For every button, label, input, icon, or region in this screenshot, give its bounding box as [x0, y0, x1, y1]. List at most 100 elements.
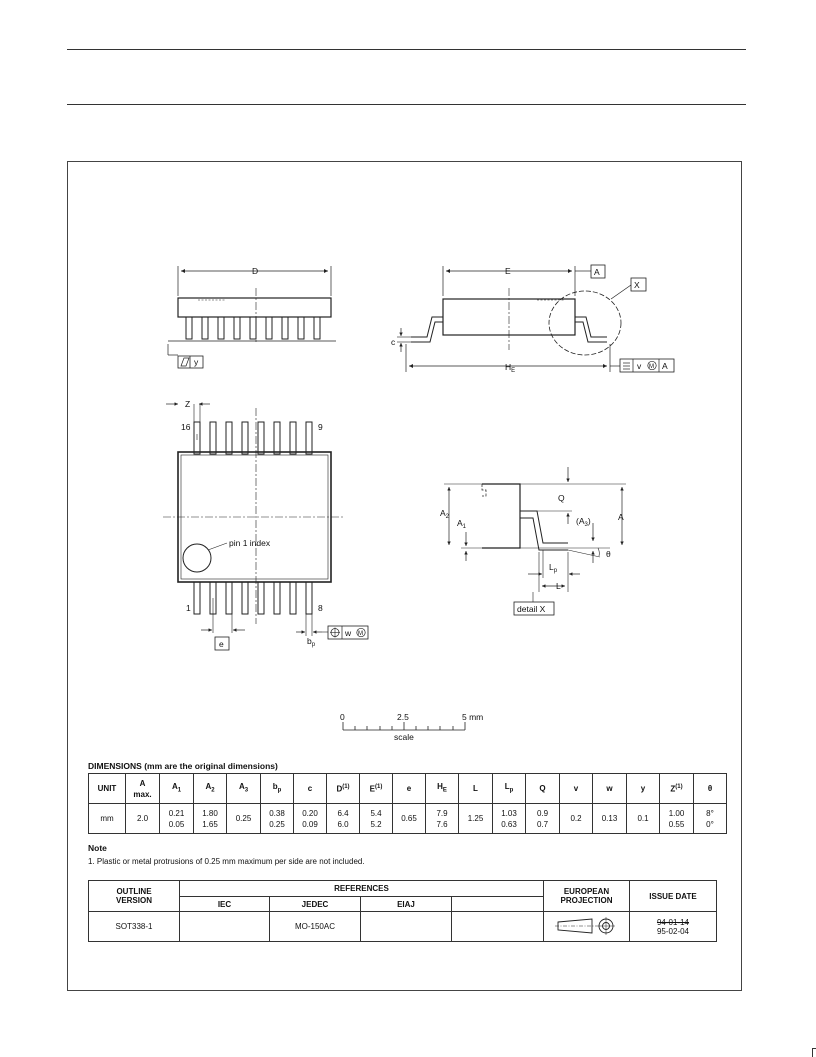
scale-bar [342, 722, 466, 731]
label-l: L [556, 581, 561, 591]
dim-header-1: A2 [193, 773, 227, 804]
label-theta: θ [606, 549, 611, 559]
label-pin1: 1 [186, 603, 191, 613]
scale-label: scale [394, 732, 414, 742]
dim-value-12: 0.2 [559, 803, 593, 834]
dim-header-2: A3 [226, 773, 261, 804]
dim-header-7: e [392, 773, 426, 804]
label-z: Z [185, 399, 190, 409]
label-pin16: 16 [181, 422, 191, 432]
detail-x-ref-label: X [634, 280, 640, 290]
dim-header-10: Lp [492, 773, 526, 804]
label-q: Q [558, 493, 565, 503]
references-header: REFERENCES [179, 880, 544, 897]
dimensions-title: DIMENSIONS (mm are the original dimensio… [88, 761, 278, 771]
issue-date-old: 94-01-14 [656, 917, 690, 927]
label-e: E [505, 266, 511, 276]
label-he: HE [505, 362, 515, 374]
projection-symbol-cell [543, 911, 630, 942]
jedec-value: MO-150AC [269, 911, 361, 942]
a-max-cell: 2.0 [125, 803, 160, 834]
dim-value-7: 0.65 [392, 803, 426, 834]
label-a3: (A3) [576, 516, 591, 528]
label-m2: M [358, 631, 363, 637]
dim-header-3: bp [260, 773, 294, 804]
label-e-pitch: e [219, 639, 224, 649]
label-pin9: 9 [318, 422, 323, 432]
outline-version-value: SOT338-1 [88, 911, 180, 942]
dim-value-9: 1.25 [458, 803, 493, 834]
note-text: 1. Plastic or metal protrusions of 0.25 … [88, 857, 365, 866]
detail-x-label: detail X [517, 604, 546, 614]
end-view-width [397, 264, 675, 373]
header-rule-top [67, 49, 746, 50]
note-heading: Note [88, 843, 107, 853]
jedec-header: JEDEC [269, 896, 361, 912]
page-corner-mark [812, 1048, 816, 1057]
label-v: v [637, 361, 642, 371]
scale-tick-0: 0 [340, 712, 345, 722]
iec-header: IEC [179, 896, 270, 912]
dim-header-8: HE [425, 773, 459, 804]
unit-cell: mm [88, 803, 126, 834]
dim-header-14: y [626, 773, 660, 804]
label-m1: M [649, 364, 654, 370]
dim-header-4: c [293, 773, 327, 804]
dim-header-5: D(1) [326, 773, 360, 804]
detail-x-drawing [444, 467, 626, 616]
label-bp: bp [307, 636, 316, 648]
dim-header-9: L [458, 773, 493, 804]
issue-date-header: ISSUE DATE [629, 880, 717, 912]
label-pin8: 8 [318, 603, 323, 613]
dim-header-13: w [592, 773, 627, 804]
dim-header-6: E(1) [359, 773, 393, 804]
label-a-height: A [618, 512, 624, 522]
plan-view [163, 402, 369, 651]
dim-header-15: Z(1) [659, 773, 694, 804]
dim-header-16: θ [693, 773, 727, 804]
dim-header-11: Q [525, 773, 560, 804]
issue-dates-cell: 94-01-14 95-02-04 [629, 911, 717, 942]
blank-reference-header [451, 896, 544, 912]
blank-reference-value [451, 911, 544, 942]
first-angle-projection-icon [554, 916, 615, 935]
label-lp: Lp [549, 562, 558, 574]
label-pin1-index: pin 1 index [229, 538, 271, 548]
iec-value [179, 911, 270, 942]
eiaj-value [360, 911, 452, 942]
dim-value-2: 0.25 [226, 803, 261, 834]
label-y: y [194, 357, 199, 367]
header-rule-bottom [67, 104, 746, 105]
label-a1: A1 [457, 518, 467, 530]
label-d: D [252, 266, 258, 276]
unit-header: UNIT [88, 773, 126, 804]
dim-value-14: 0.1 [626, 803, 660, 834]
label-a2: A2 [440, 508, 450, 520]
label-w: w [344, 628, 352, 638]
dim-value-16: 8°0° [693, 803, 727, 834]
dim-value-13: 0.13 [592, 803, 627, 834]
side-view-length [167, 266, 336, 369]
ref-a-box-label: A [594, 267, 600, 277]
dim-header-0: A1 [159, 773, 194, 804]
label-a-ref: A [662, 361, 668, 371]
issue-date-new: 95-02-04 [656, 926, 690, 936]
scale-tick-2-5: 2.5 [397, 712, 409, 722]
